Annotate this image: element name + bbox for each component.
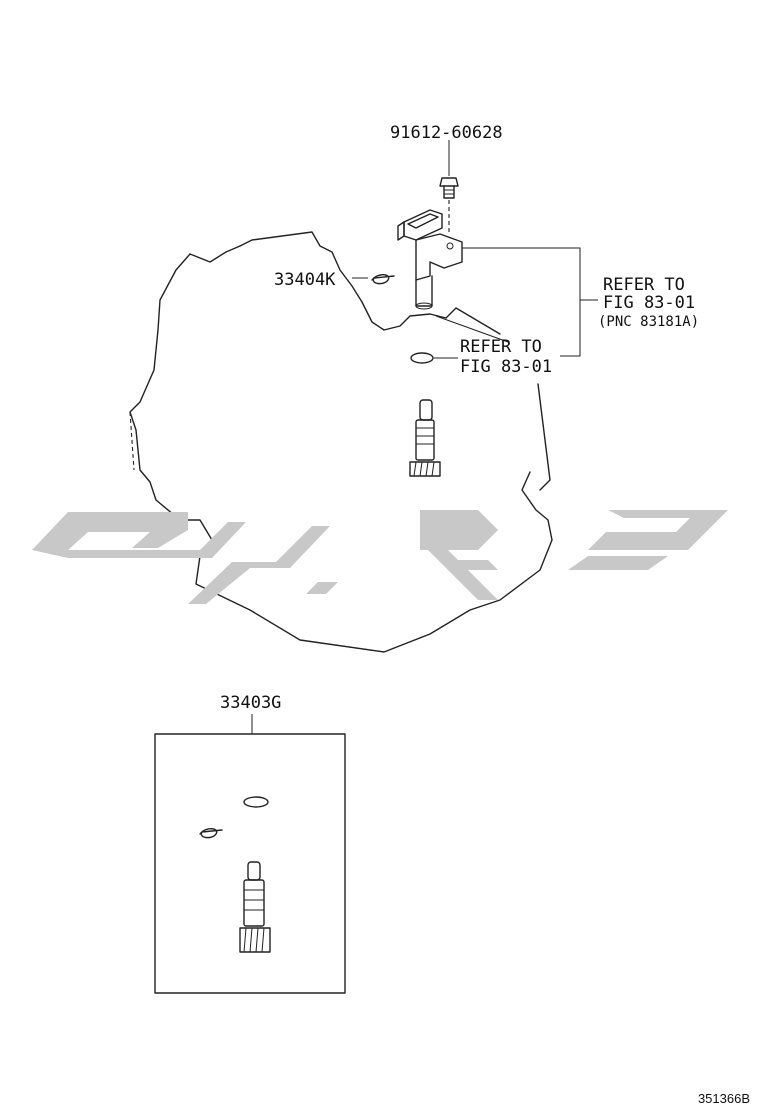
driven-gear-icon xyxy=(409,399,441,477)
refer-upper-line3: (PNC 83181A) xyxy=(598,314,699,330)
kit-driven-gear-icon xyxy=(239,861,271,953)
refer-lower-line1: REFER TO xyxy=(460,337,542,357)
clip-icon xyxy=(371,274,395,285)
refer-upper-line1: REFER TO xyxy=(603,275,685,295)
refer-upper-line2: FIG 83-01 xyxy=(603,293,695,313)
bolt-icon xyxy=(439,140,459,234)
kit-box xyxy=(154,733,346,994)
callout-sensor-bolt: 91612-60628 xyxy=(390,123,503,143)
refer-lower-line2: FIG 83-01 xyxy=(460,357,552,377)
drawing-id: 351366B xyxy=(697,1091,750,1106)
kit-o-ring-icon xyxy=(243,796,269,808)
callout-clip: 33404K xyxy=(274,270,336,290)
callout-kit: 33403G xyxy=(220,693,281,713)
transmission-case-outline xyxy=(129,231,553,653)
kit-clip-icon xyxy=(199,828,223,839)
o-ring-icon xyxy=(410,352,434,364)
speed-sensor-icon xyxy=(397,209,463,310)
